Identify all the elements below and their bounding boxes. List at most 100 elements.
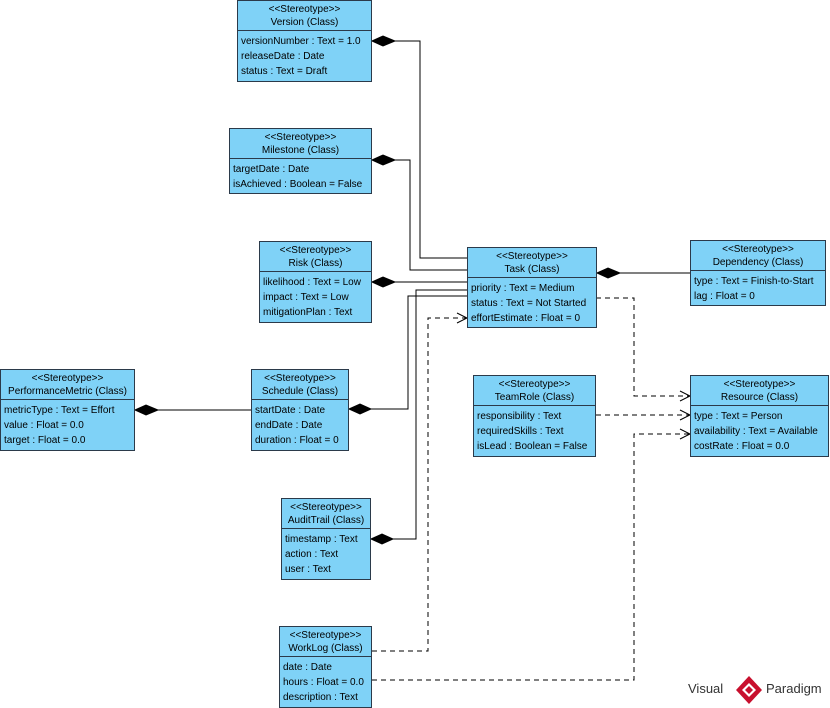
class-header: <<Stereotype>> Version (Class) bbox=[238, 1, 371, 31]
attribute: action : Text bbox=[285, 549, 339, 560]
class-task[interactable]: <<Stereotype>> Task (Class) priority : T… bbox=[467, 247, 597, 328]
attribute: startDate : Date bbox=[255, 405, 326, 416]
attribute: hours : Float = 0.0 bbox=[283, 677, 364, 688]
class-title: Dependency (Class) bbox=[712, 257, 804, 268]
stereotype-label: <<Stereotype>> bbox=[289, 630, 362, 641]
class-work-log[interactable]: <<Stereotype>> WorkLog (Class) date : Da… bbox=[279, 626, 372, 708]
attribute: effortEstimate : Float = 0 bbox=[471, 313, 581, 324]
paradigm-diamond-icon bbox=[736, 676, 762, 704]
diamond-risk bbox=[370, 276, 397, 288]
dependency-task-resource[interactable] bbox=[596, 297, 690, 397]
class-performance-metric[interactable]: <<Stereotype>> PerformanceMetric (Class)… bbox=[0, 369, 135, 451]
class-header: <<Stereotype>> Schedule (Class) bbox=[252, 370, 348, 400]
class-version[interactable]: <<Stereotype>> Version (Class) versionNu… bbox=[237, 0, 372, 82]
attribute: mitigationPlan : Text bbox=[263, 307, 353, 318]
class-title: Resource (Class) bbox=[720, 392, 799, 403]
composition-schedule-task[interactable] bbox=[371, 295, 467, 410]
class-title: WorkLog (Class) bbox=[288, 643, 363, 654]
class-team-role[interactable]: <<Stereotype>> TeamRole (Class) responsi… bbox=[473, 375, 596, 457]
stereotype-label: <<Stereotype>> bbox=[723, 379, 796, 390]
attribute-list: targetDate : Date isAchieved : Boolean =… bbox=[230, 159, 371, 192]
class-title: Version (Class) bbox=[270, 17, 339, 28]
class-resource[interactable]: <<Stereotype>> Resource (Class) type : T… bbox=[690, 375, 829, 457]
class-audit-trail[interactable]: <<Stereotype>> AuditTrail (Class) timest… bbox=[281, 498, 371, 580]
attribute: duration : Float = 0 bbox=[255, 435, 339, 446]
attribute: timestamp : Text bbox=[285, 534, 358, 545]
stereotype-label: <<Stereotype>> bbox=[722, 244, 794, 255]
class-header: <<Stereotype>> Risk (Class) bbox=[260, 242, 371, 272]
class-risk[interactable]: <<Stereotype>> Risk (Class) likelihood :… bbox=[259, 241, 372, 323]
attribute: value : Float = 0.0 bbox=[4, 420, 84, 431]
attribute-list: startDate : Date endDate : Date duration… bbox=[252, 400, 348, 448]
class-title: TeamRole (Class) bbox=[494, 392, 575, 403]
stereotype-label: <<Stereotype>> bbox=[496, 251, 568, 262]
attribute-list: timestamp : Text action : Text user : Te… bbox=[282, 529, 370, 577]
attribute: requiredSkills : Text bbox=[477, 426, 564, 437]
diamond-version bbox=[370, 35, 397, 47]
stereotype-label: <<Stereotype>> bbox=[279, 245, 352, 256]
class-header: <<Stereotype>> Task (Class) bbox=[468, 248, 596, 278]
class-title: PerformanceMetric (Class) bbox=[8, 386, 127, 397]
attribute-list: likelihood : Text = Low impact : Text = … bbox=[260, 272, 371, 320]
class-header: <<Stereotype>> Dependency (Class) bbox=[691, 241, 825, 271]
class-header: <<Stereotype>> PerformanceMetric (Class) bbox=[1, 370, 134, 400]
attribute: date : Date bbox=[283, 662, 332, 673]
attribute: isAchieved : Boolean = False bbox=[233, 179, 363, 190]
stereotype-label: <<Stereotype>> bbox=[31, 373, 104, 384]
class-dependency[interactable]: <<Stereotype>> Dependency (Class) type :… bbox=[690, 240, 826, 306]
attribute-list: type : Text = Person availability : Text… bbox=[691, 406, 828, 454]
attribute: user : Text bbox=[285, 564, 331, 575]
attribute: priority : Text = Medium bbox=[471, 283, 575, 294]
class-title: Task (Class) bbox=[504, 264, 560, 275]
dependency-worklog-task[interactable] bbox=[372, 317, 467, 652]
attribute: lag : Float = 0 bbox=[694, 291, 755, 302]
attribute-list: versionNumber : Text = 1.0 releaseDate :… bbox=[238, 31, 371, 79]
diamond-performancemetric bbox=[133, 404, 160, 416]
class-title: Risk (Class) bbox=[288, 258, 343, 269]
composition-version-task[interactable] bbox=[395, 40, 467, 259]
stereotype-label: <<Stereotype>> bbox=[264, 132, 337, 143]
attribute-list: priority : Text = Medium status : Text =… bbox=[468, 278, 596, 326]
attribute: description : Text bbox=[283, 692, 358, 703]
class-header: <<Stereotype>> AuditTrail (Class) bbox=[282, 499, 370, 529]
stereotype-label: <<Stereotype>> bbox=[268, 4, 341, 15]
attribute: targetDate : Date bbox=[233, 164, 310, 175]
stereotype-label: <<Stereotype>> bbox=[264, 373, 336, 384]
attribute: status : Text = Not Started bbox=[471, 298, 587, 309]
attribute: endDate : Date bbox=[255, 420, 323, 431]
class-header: <<Stereotype>> WorkLog (Class) bbox=[280, 627, 371, 657]
class-milestone[interactable]: <<Stereotype>> Milestone (Class) targetD… bbox=[229, 128, 372, 194]
class-header: <<Stereotype>> Milestone (Class) bbox=[230, 129, 371, 159]
diamond-milestone bbox=[370, 154, 397, 166]
attribute: releaseDate : Date bbox=[241, 51, 325, 62]
class-title: Milestone (Class) bbox=[261, 145, 340, 156]
diamond-task bbox=[595, 267, 622, 279]
class-header: <<Stereotype>> Resource (Class) bbox=[691, 376, 828, 406]
composition-audittrail-task[interactable] bbox=[393, 289, 467, 540]
attribute: status : Text = Draft bbox=[241, 66, 328, 77]
attribute: costRate : Float = 0.0 bbox=[694, 441, 790, 452]
class-schedule[interactable]: <<Stereotype>> Schedule (Class) startDat… bbox=[251, 369, 349, 451]
diamond-audittrail bbox=[369, 533, 395, 545]
attribute-list: responsibility : Text requiredSkills : T… bbox=[474, 406, 595, 454]
class-title: Schedule (Class) bbox=[261, 386, 339, 397]
dependency-worklog-resource[interactable] bbox=[372, 433, 690, 681]
attribute-list: metricType : Text = Effort value : Float… bbox=[1, 400, 134, 448]
composition-milestone-task[interactable] bbox=[395, 159, 467, 271]
attribute: metricType : Text = Effort bbox=[4, 405, 115, 416]
attribute: availability : Text = Available bbox=[694, 426, 818, 437]
stereotype-label: <<Stereotype>> bbox=[498, 379, 571, 390]
visual-paradigm-logo: Visual Paradigm bbox=[688, 676, 828, 704]
attribute: responsibility : Text bbox=[477, 411, 562, 422]
attribute: impact : Text = Low bbox=[263, 292, 349, 303]
attribute: versionNumber : Text = 1.0 bbox=[241, 36, 361, 47]
attribute: likelihood : Text = Low bbox=[263, 277, 361, 288]
attribute: target : Float = 0.0 bbox=[4, 435, 86, 446]
class-header: <<Stereotype>> TeamRole (Class) bbox=[474, 376, 595, 406]
brand-word-paradigm: Paradigm bbox=[766, 681, 822, 696]
stereotype-label: <<Stereotype>> bbox=[290, 502, 362, 513]
diamond-schedule bbox=[347, 403, 373, 415]
attribute-list: type : Text = Finish-to-Start lag : Floa… bbox=[691, 271, 825, 304]
